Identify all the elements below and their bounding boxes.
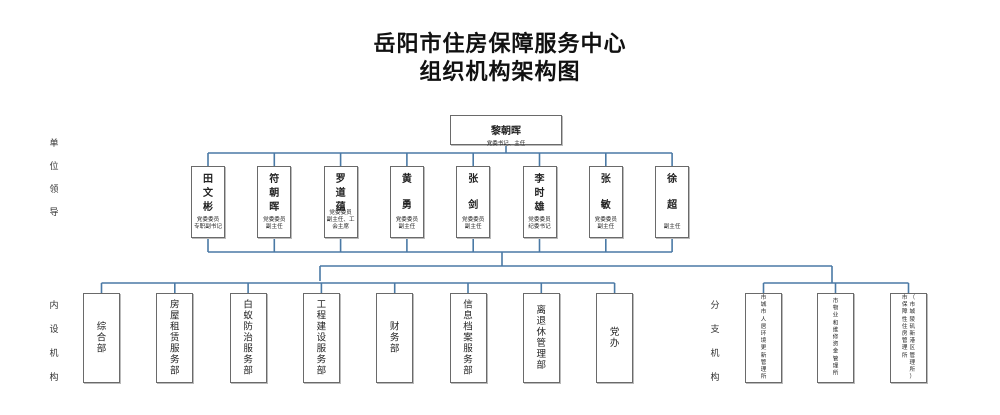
leader-box[interactable]: 徐 超副主任: [655, 166, 690, 238]
head-role: 党委书记、主任: [486, 141, 526, 147]
side-label-char: 支: [710, 325, 720, 335]
leader-name: 罗道蕴: [335, 174, 346, 213]
leader-name: 符朝晖: [269, 174, 280, 213]
leader-name: 张 剑: [468, 174, 479, 211]
department-box[interactable]: 白蚁防治服务部: [229, 293, 267, 383]
department-name: 工程建设服务部: [316, 299, 327, 377]
leader-role: 党委委员专职副书记: [194, 217, 222, 230]
side-label-char: 单: [49, 139, 59, 149]
department-name: 白蚁防治服务部: [243, 299, 253, 377]
department-box[interactable]: 房屋租赁服务部: [156, 293, 194, 383]
department-name: 党办: [609, 327, 620, 349]
branch-box[interactable]: 市物业和维修资金管理所: [817, 293, 854, 383]
side-label-leadership: 单位领导: [47, 136, 61, 228]
leader-role: 党委委员副主任: [263, 217, 286, 230]
department-box[interactable]: 信息档案服务部: [449, 293, 487, 383]
side-label-char: 导: [49, 208, 59, 218]
head-name: 黎朝晖: [491, 126, 521, 137]
department-box[interactable]: 综合部: [83, 293, 120, 383]
leader-role: 党委委员副主任、工会主席: [326, 210, 355, 230]
leader-name: 徐 超: [667, 174, 678, 211]
side-label-char: 位: [49, 162, 59, 172]
department-box[interactable]: 离退休管理部: [522, 293, 560, 383]
department-box[interactable]: 财务部: [376, 293, 414, 383]
side-label-char: 机: [49, 349, 59, 359]
leader-role: 副主任: [663, 224, 681, 230]
leader-role: 党委委员纪委书记: [528, 217, 551, 230]
leader-role: 党委委员副主任: [461, 217, 485, 230]
side-label-char: 分: [710, 301, 720, 311]
side-label-char: 构: [49, 373, 59, 383]
branch-name: （市城陵矶新港区管理所）市保障性住房管理所: [901, 294, 916, 381]
branch-box[interactable]: （市城陵矶新港区管理所）市保障性住房管理所: [890, 293, 927, 383]
department-box[interactable]: 工程建设服务部: [302, 293, 340, 383]
department-name: 综合部: [96, 321, 107, 355]
branch-name: 市城市人居环境更新管理所: [760, 294, 767, 381]
side-label-branch: 分支机构: [708, 298, 722, 394]
side-label-char: 构: [710, 373, 720, 383]
leader-box[interactable]: 李时雄党委委员纪委书记: [522, 166, 557, 238]
leader-box[interactable]: 张 剑党委委员副主任: [456, 166, 491, 238]
side-label-char: 设: [49, 325, 59, 335]
leader-box[interactable]: 符朝晖党委委员副主任: [257, 166, 292, 238]
leader-name: 李时雄: [534, 174, 545, 213]
leader-role: 党委委员副主任: [594, 217, 617, 230]
leader-name: 黄 勇: [401, 174, 412, 211]
department-name: 信息档案服务部: [463, 299, 473, 377]
leader-box[interactable]: 罗道蕴党委委员副主任、工会主席: [323, 166, 358, 238]
leader-box[interactable]: 张 敏党委委员副主任: [588, 166, 623, 238]
head-box[interactable]: 黎朝晖 党委书记、主任: [450, 115, 562, 147]
leader-box[interactable]: 田文彬党委委员专职副书记: [191, 166, 225, 238]
branch-name: 市物业和维修资金管理所: [832, 298, 839, 377]
leader-name: 田文彬: [203, 174, 213, 213]
department-name: 财务部: [389, 321, 400, 355]
side-label-internal: 内设机构: [47, 298, 61, 394]
side-label-char: 机: [710, 349, 720, 359]
side-label-char: 内: [49, 301, 59, 311]
department-name: 离退休管理部: [536, 305, 547, 371]
leader-name: 张 敏: [600, 174, 611, 211]
branch-box[interactable]: 市城市人居环境更新管理所: [745, 293, 782, 383]
chart-title-line2: 组织机构架构图: [419, 60, 581, 85]
chart-title-line1: 岳阳市住房保障服务中心: [373, 32, 627, 57]
department-name: 房屋租赁服务部: [170, 299, 180, 377]
department-box[interactable]: 党办: [596, 293, 634, 383]
side-label-char: 领: [49, 185, 59, 195]
leader-box[interactable]: 黄 勇党委委员副主任: [389, 166, 424, 238]
leader-role: 党委委员副主任: [395, 217, 419, 230]
